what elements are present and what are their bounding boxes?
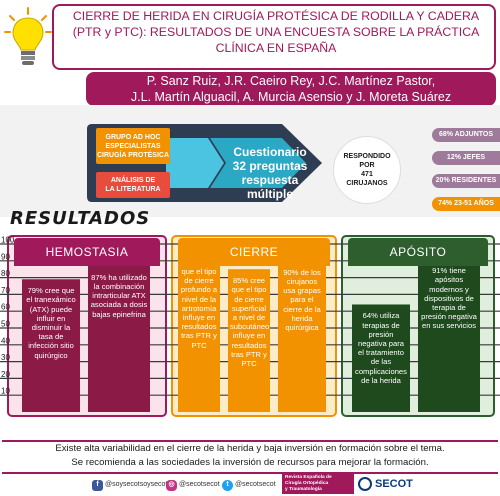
stat-badge: 74% 23-51 AÑOS — [432, 197, 500, 211]
group-line: ESPECIALISTAS — [105, 142, 161, 150]
title-line: CLÍNICA EN ESPAÑA — [215, 41, 337, 55]
stat-badge: 20% RESIDENTES — [432, 174, 500, 188]
bar — [88, 265, 150, 412]
group-box: GRUPO AD HOC ESPECIALISTAS CIRUGÍA PROTÉ… — [96, 128, 170, 164]
y-tick-label: 10 — [1, 387, 10, 396]
y-tick-label: 90 — [1, 252, 10, 261]
y-tick-label: 20 — [1, 370, 10, 379]
title-line: (PTR y PTC): RESULTADOS DE UNA ENCUESTA … — [72, 25, 480, 39]
journal-line: Cirugía Ortopédica — [285, 481, 329, 486]
author-line: J.L. Martín Alguacil, A. Murcia Asensio … — [130, 90, 452, 104]
journal-line: Revista Española de — [285, 475, 332, 480]
twitter-icon: t — [222, 479, 233, 491]
group-line: GRUPO AD HOC — [105, 133, 161, 141]
social-handle: @secotsecot — [179, 481, 220, 488]
chart-canvas: 10 20 30 40 50 60 70 80 90 100 — [0, 235, 500, 417]
analysis-box: ANÁLISIS DE LA LITERATURA — [96, 172, 170, 198]
stat-badge: 68% ADJUNTOS — [432, 128, 500, 142]
title-frame — [52, 4, 496, 70]
bar-label: 87% ha utilizado la combinación intrarti… — [90, 272, 148, 319]
conclusion: Existe alta variabilidad en el cierre de… — [4, 442, 496, 470]
conclusion-frame — [2, 440, 498, 474]
respondents-circle: RESPONDIDO POR 471 CIRUJANOS — [333, 136, 401, 204]
bar-label: 91% tiene apósitos modernos y dispositiv… — [421, 266, 477, 331]
bar — [352, 304, 410, 412]
bar-label: 85% cree que el tipo de cierre superfici… — [230, 276, 270, 369]
questionnaire-line: respuesta múltiple — [241, 173, 299, 201]
analysis-line: LA LITERATURA — [105, 186, 161, 193]
y-tick-label: 50 — [1, 320, 10, 329]
bar-label: 79% cree que el tranexámico (ATX) puede … — [26, 286, 76, 360]
facebook-icon: f — [92, 479, 103, 491]
social-instagram[interactable]: ◎ @secotsecot — [166, 478, 220, 492]
bar — [22, 279, 80, 412]
secot-wordmark: SECOT — [375, 478, 413, 490]
bar-label: 90% de los cirujanos usa grapas para el … — [283, 267, 321, 333]
y-tick-label: 60 — [1, 303, 10, 312]
respondents-line: CIRUJANOS — [346, 180, 388, 187]
y-tick-label: 70 — [1, 286, 10, 295]
respondents-line: RESPONDIDO — [343, 153, 391, 160]
y-tick-label: 100 — [1, 236, 15, 245]
lightbulb-icon — [4, 7, 52, 65]
secot-mark-icon — [358, 477, 372, 492]
bar — [418, 259, 480, 412]
conclusion-line: Se recomienda a las sociedades la invers… — [71, 457, 429, 468]
social-facebook[interactable]: f @soysecotsoysecot — [92, 478, 167, 492]
analysis-line: ANÁLISIS DE — [110, 177, 156, 184]
bar — [228, 269, 270, 412]
bar — [278, 260, 326, 412]
y-tick-label: 40 — [1, 336, 10, 345]
panel-header: APÓSITO — [348, 238, 488, 266]
results-chart: 10 20 30 40 50 60 70 80 90 100 79% cree que el tra… — [0, 232, 500, 438]
page-title: CIERRE DE HERIDA EN CIRUGÍA PROTÉSICA DE… — [60, 8, 492, 56]
author-line: P. Sanz Ruiz, J.R. Caeiro Rey, J.C. Mart… — [146, 74, 436, 88]
social-handle: @soysecotsoysecot — [105, 481, 168, 488]
social-twitter[interactable]: t @secotsecot — [222, 478, 276, 492]
stat-badge: 12% JEFES — [432, 151, 500, 165]
journal-logo: Revista Española de Cirugía Ortopédica y… — [282, 474, 354, 494]
bar-label: 96% cree que el tipo de cierre profundo … — [180, 258, 218, 350]
panel-header: HEMOSTASIA — [14, 238, 160, 266]
respondents-line: POR — [359, 162, 375, 169]
authors: P. Sanz Ruiz, J.R. Caeiro Rey, J.C. Mart… — [88, 73, 494, 105]
conclusion-line: Existe alta variabilidad en el cierre de… — [55, 443, 445, 454]
questionnaire-line: Cuestionario — [233, 145, 307, 159]
journal-line: y Traumatología — [285, 487, 322, 492]
questionnaire: Cuestionario 32 preguntas respuesta múlt… — [218, 145, 322, 201]
bar-label: 64% utiliza terapias de presión negativa… — [355, 311, 407, 385]
title-line: CIERRE DE HERIDA EN CIRUGÍA PROTÉSICA DE… — [72, 9, 480, 23]
questionnaire-line: 32 preguntas — [232, 159, 308, 173]
results-heading: RESULTADOS — [10, 208, 151, 229]
instagram-icon: ◎ — [166, 479, 177, 491]
social-handle: @secotsecot — [235, 481, 276, 488]
respondents-line: 471 — [361, 171, 373, 178]
panel-header: CIERRE — [178, 238, 330, 266]
group-line: CIRUGÍA PROTÉSICA — [96, 151, 170, 159]
y-tick-label: 30 — [1, 353, 10, 362]
y-tick-label: 80 — [1, 269, 10, 278]
secot-logo: SECOT — [358, 474, 428, 494]
bar — [178, 250, 220, 412]
